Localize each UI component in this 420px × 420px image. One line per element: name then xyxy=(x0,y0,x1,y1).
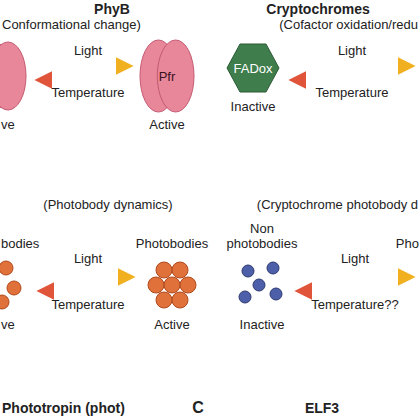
light-arrow xyxy=(292,65,412,68)
photobody-cluster xyxy=(148,262,196,308)
light-arrow xyxy=(38,65,130,68)
panel-title: Phototropin (phot) xyxy=(2,400,125,416)
state-label: bodies xyxy=(1,237,39,252)
arrow-label: Temperature xyxy=(316,86,389,101)
state-label: Inactive xyxy=(231,100,276,115)
pfr-oval: Pfr xyxy=(140,40,194,112)
temperature-arrow xyxy=(40,290,132,293)
light-arrow xyxy=(40,276,132,279)
state-label: Pho xyxy=(396,237,419,252)
non-photobody-dots xyxy=(239,262,282,303)
temperature-arrow xyxy=(298,290,412,293)
temperature-arrow xyxy=(292,79,412,82)
arrow-label: Temperature xyxy=(52,298,125,313)
panel-title: PhyB xyxy=(94,1,130,17)
node-label: Pfr xyxy=(159,69,176,84)
state-label: Inactive xyxy=(240,318,285,333)
pr-oval xyxy=(0,42,26,110)
panel-subtitle: (Photobody dynamics) xyxy=(43,198,172,213)
arrow-label: Temperature xyxy=(52,86,125,101)
state-label: Active xyxy=(149,118,184,133)
fadox-hexagon: FADox xyxy=(227,44,279,92)
light-arrow xyxy=(298,276,412,279)
panel-subtitle: (Cofactor oxidation/redu xyxy=(279,18,418,33)
state-label: Non photobodies xyxy=(222,222,302,252)
state-label: ve xyxy=(1,118,15,133)
dispersed-bodies xyxy=(0,261,21,309)
arrow-label: Light xyxy=(338,44,366,59)
temperature-arrow xyxy=(38,79,130,82)
panel-subtitle: Conformational change) xyxy=(2,18,141,33)
arrow-label: Temperature?? xyxy=(311,298,398,313)
panel-title: ELF3 xyxy=(305,400,339,416)
panel-subtitle: (Cryptochrome photobody d xyxy=(257,198,418,213)
arrow-label: Light xyxy=(74,44,102,59)
node-label: FADox xyxy=(233,61,272,76)
arrow-label: Light xyxy=(74,252,102,267)
state-label: ve xyxy=(1,318,15,333)
arrow-label: Light xyxy=(341,252,369,267)
state-label: Photobodies xyxy=(136,237,208,252)
panel-title: Cryptochromes xyxy=(266,1,369,17)
state-label: Active xyxy=(154,318,189,333)
panel-letter: C xyxy=(192,399,204,417)
